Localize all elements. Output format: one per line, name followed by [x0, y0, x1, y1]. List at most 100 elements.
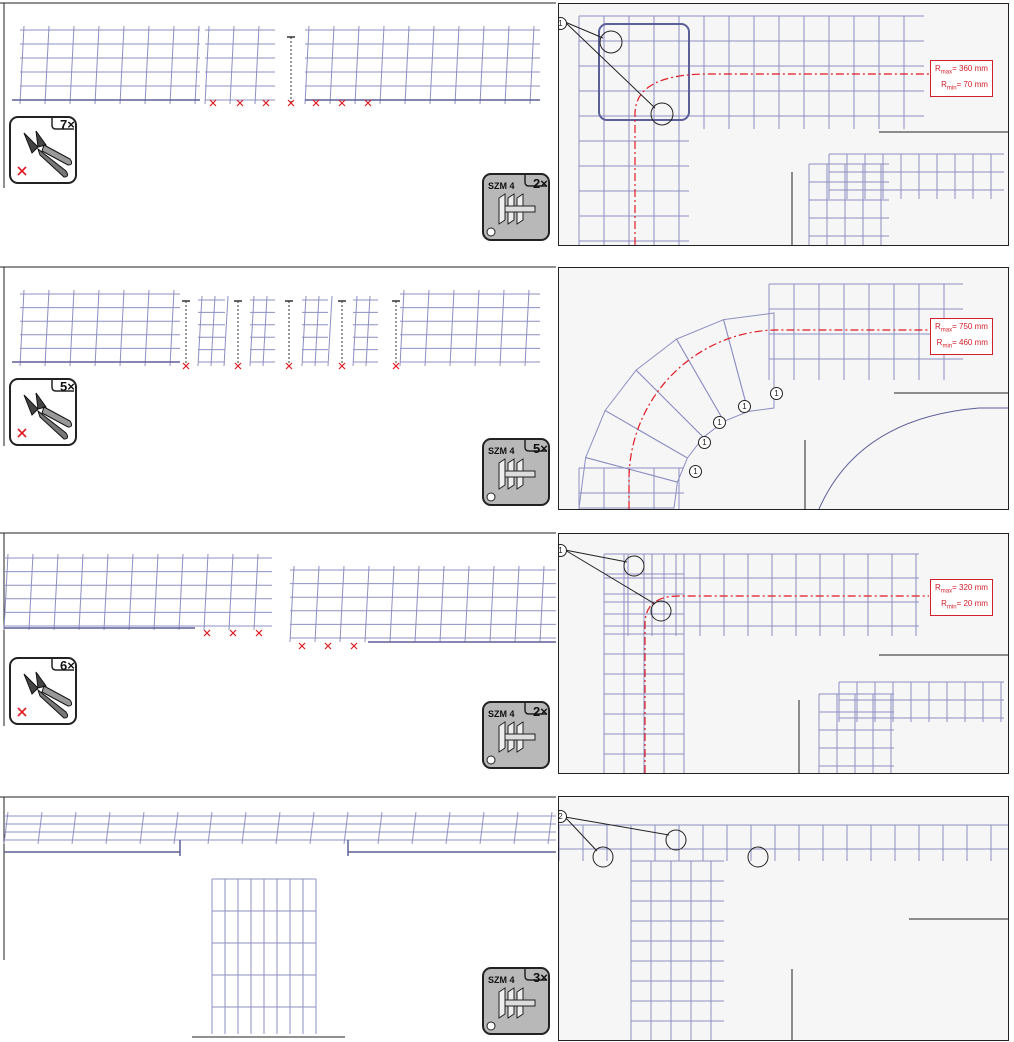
- clip-bolt: [504, 999, 536, 1007]
- callout-ring: [650, 102, 674, 126]
- wire-line: [474, 289, 480, 367]
- wire-mesh-tray: [19, 289, 180, 367]
- icon-tab: [51, 658, 74, 671]
- wire-line: [411, 811, 417, 845]
- wire-line: [389, 565, 395, 643]
- mesh-grid-vertical: [603, 553, 685, 773]
- callout-ring: [623, 555, 645, 577]
- callout-ring: [665, 829, 687, 851]
- right-angle-bend-drawing: [564, 15, 1008, 245]
- szm-count: 5×: [533, 441, 548, 456]
- wire-line: [203, 553, 209, 631]
- cut-mark: [203, 629, 211, 637]
- leader-line: [564, 21, 656, 109]
- wire-line: [529, 25, 535, 105]
- cut-mark: [262, 99, 270, 107]
- cut-mark: [350, 642, 358, 650]
- bolt-cutter-card: 7×: [8, 115, 80, 187]
- cut-mark: [364, 99, 372, 107]
- wire-line: [223, 295, 229, 367]
- straight-tray-cut-diagram: [0, 532, 556, 726]
- wire-mesh-tray: [197, 295, 229, 367]
- szm-label: SZM 4: [488, 181, 515, 191]
- assembly-view-tee: 2: [558, 796, 1009, 1041]
- bend-segment: [578, 456, 678, 509]
- wire-line: [404, 25, 410, 105]
- cut-mark: [298, 642, 306, 650]
- callout-ring: [599, 30, 623, 54]
- wire-line: [3, 811, 9, 845]
- bolt-cutter-icon: [9, 378, 77, 446]
- leader-line: [564, 21, 604, 39]
- szm-count: 2×: [533, 176, 548, 191]
- radius-centerline: [628, 329, 939, 509]
- szm-label: SZM 4: [488, 446, 515, 456]
- szm-label: SZM 4: [488, 975, 515, 985]
- cutter-jaw: [23, 671, 47, 695]
- callout-number: 1: [713, 416, 726, 429]
- mesh-grid: [828, 153, 1004, 199]
- wire-line: [119, 289, 125, 367]
- szm-count: 2×: [533, 704, 548, 719]
- wire-line: [204, 25, 210, 105]
- wire-line: [19, 289, 25, 367]
- bolt-cutter-card: 5×: [8, 377, 80, 449]
- connector-clip-icon: [482, 438, 550, 506]
- tee-junction-diagram: [0, 796, 556, 1038]
- wire-mesh-tray: [399, 289, 540, 367]
- wire-line: [128, 553, 134, 631]
- cut-mark: [236, 99, 244, 107]
- step-row-4: SZM 4 3× 2: [0, 794, 1014, 1042]
- icon-tab: [51, 379, 74, 392]
- bend-segment: [722, 312, 775, 412]
- ref-circle: [486, 492, 496, 502]
- wire-line: [513, 811, 519, 845]
- wire-line: [524, 289, 530, 367]
- wire-line: [439, 565, 445, 643]
- ref-circle: [486, 1021, 496, 1031]
- leader-line: [564, 816, 598, 852]
- clip-bolt: [504, 733, 536, 741]
- wire-line: [178, 553, 184, 631]
- cutter-handle: [41, 685, 73, 707]
- wire-line: [210, 295, 216, 367]
- wire-line: [309, 811, 315, 845]
- wire-mesh-tray: [301, 295, 333, 367]
- right-angle-bend-drawing: [564, 549, 1008, 773]
- cut-mark: [209, 99, 217, 107]
- wire-line: [454, 25, 460, 105]
- wire-line: [53, 553, 59, 631]
- szm-connector-card: SZM 4 2×: [481, 700, 553, 772]
- wire-line: [445, 811, 451, 845]
- radius-centerline: [644, 595, 929, 773]
- wire-line: [365, 295, 371, 367]
- wire-line: [254, 25, 260, 105]
- clip-plate: [498, 987, 506, 1019]
- bolt-cutter-card: 6×: [8, 656, 80, 728]
- wire-line: [228, 553, 234, 631]
- wire-line: [194, 25, 200, 105]
- wire-line: [449, 289, 455, 367]
- clip-plate: [498, 193, 506, 225]
- wire-line: [241, 811, 247, 845]
- wire-line: [37, 811, 43, 845]
- radius-spec-box: Rmax= 750 mm Rmin= 460 mm: [930, 318, 993, 356]
- mesh-grid-vertical: [578, 15, 689, 245]
- wire-line: [489, 565, 495, 643]
- wire-line: [71, 811, 77, 845]
- icon-tab: [524, 439, 547, 452]
- cut-mark: [338, 362, 346, 370]
- wire-line: [304, 25, 310, 105]
- cut-mark: [392, 362, 400, 370]
- wire-line: [364, 565, 370, 643]
- callout-number: 1: [559, 544, 567, 557]
- wire-line: [301, 295, 307, 367]
- cutter-count: 6×: [60, 658, 75, 673]
- wire-line: [514, 565, 520, 643]
- bolt-cutter-icon: [9, 116, 77, 184]
- wire-line: [414, 565, 420, 643]
- assembly-view-right-angle: 1 Rmax= 360 mm Rmin= 70 mm: [558, 3, 1009, 246]
- wire-line: [153, 553, 159, 631]
- connector-clip-icon: [482, 173, 550, 241]
- wire-line: [479, 811, 485, 845]
